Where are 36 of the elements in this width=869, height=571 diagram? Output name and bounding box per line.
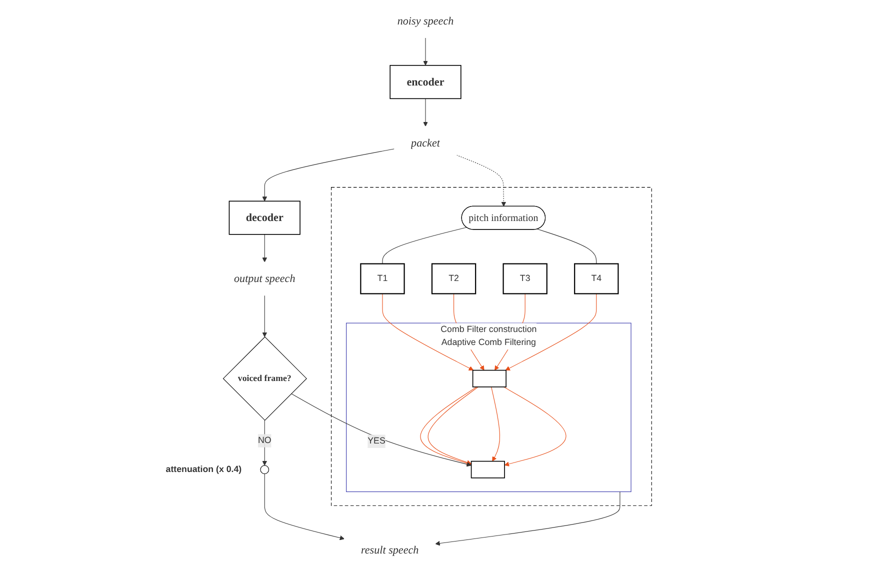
- node-box: T3: [502, 263, 548, 294]
- connector: [382, 227, 467, 264]
- cluster: [331, 187, 652, 506]
- arrow: [505, 293, 597, 370]
- node-text: noisy speech: [397, 14, 454, 28]
- node-box: T1: [360, 263, 405, 294]
- edge-label: NO: [258, 436, 272, 446]
- node-box: [472, 370, 506, 388]
- arrow: [262, 234, 268, 262]
- node-text: output speech: [234, 272, 296, 285]
- node-text: packet: [411, 136, 440, 150]
- node-box: [470, 460, 505, 478]
- arrow: [264, 473, 345, 540]
- arrow: [382, 293, 474, 370]
- node-box: T4: [574, 263, 619, 294]
- node-label: attenuation (x 0.4): [166, 464, 242, 474]
- edge-label: YES: [368, 436, 386, 446]
- arrow: [423, 98, 428, 127]
- arrow: [428, 386, 478, 465]
- arrow: [262, 420, 268, 466]
- node-box: T2: [431, 263, 476, 294]
- arrow: [420, 386, 477, 466]
- node-diamond: voiced frame?: [222, 336, 307, 421]
- connector: [537, 228, 597, 264]
- arrow: [262, 148, 395, 202]
- arrow: [423, 37, 428, 66]
- arrow: [290, 393, 472, 467]
- arrow: [503, 386, 566, 466]
- arrow: [491, 386, 500, 462]
- node-text: result speech: [360, 544, 419, 556]
- node-circle: [260, 465, 270, 474]
- node-box: decoder: [228, 200, 300, 235]
- node-box: encoder: [390, 64, 462, 100]
- arrow: [435, 491, 620, 546]
- arrow: [456, 154, 506, 207]
- arrow: [262, 295, 268, 338]
